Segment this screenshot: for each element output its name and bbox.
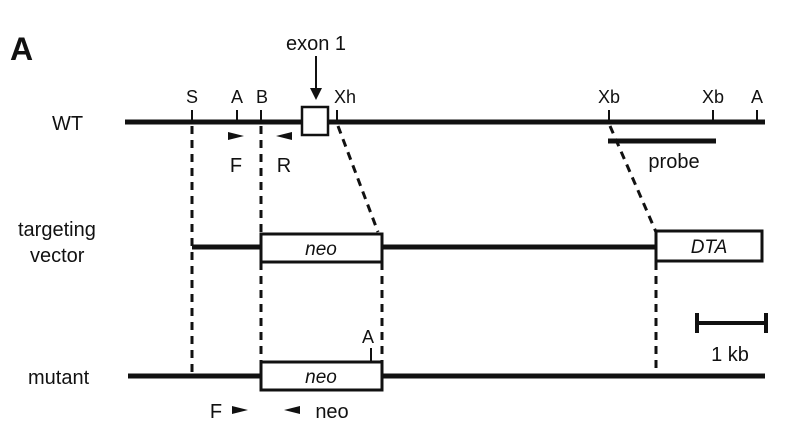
exon-arrow-head — [310, 88, 322, 100]
mutant-primer-f-label: F — [210, 401, 222, 423]
mutant-site-a-label: A — [362, 327, 374, 347]
site-label-s: S — [186, 87, 198, 107]
row-label-mutant: mutant — [28, 367, 90, 389]
site-label-xh: Xh — [334, 87, 356, 107]
mutant-primer-neo-label: neo — [315, 401, 348, 423]
primer-r-label: R — [277, 155, 291, 177]
site-label-b: B — [256, 87, 268, 107]
site-label-xb2: Xb — [702, 87, 724, 107]
exon-1-box — [300, 105, 330, 137]
scale-bar-label: 1 kb — [711, 344, 749, 366]
homology-connectors — [190, 125, 658, 372]
connector-xb — [608, 125, 658, 233]
panel-label: A — [10, 31, 33, 67]
site-label-a2: A — [751, 87, 763, 107]
mutant-primer-f-arrow — [232, 406, 248, 414]
primer-f-label: F — [230, 155, 242, 177]
site-label-xb1: Xb — [598, 87, 620, 107]
targeting-neo-cassette — [259, 232, 384, 264]
dta-cassette — [654, 229, 764, 263]
mutant-neo-label: neo — [305, 367, 337, 388]
mutant-primer-neo-arrow — [284, 406, 300, 414]
primer-r-arrow — [276, 132, 292, 140]
probe-label: probe — [648, 151, 699, 173]
row-label-targeting-line1: targeting — [18, 219, 96, 241]
dta-label: DTA — [691, 237, 728, 258]
row-label-targeting-line2: vector — [30, 245, 85, 267]
row-label-wt: WT — [52, 113, 83, 135]
primer-f-arrow — [228, 132, 244, 140]
exon-label: exon 1 — [286, 33, 346, 55]
mutant-neo-cassette — [259, 360, 384, 392]
targeting-neo-label: neo — [305, 239, 337, 260]
connector-xh — [336, 125, 380, 233]
site-label-a: A — [231, 87, 243, 107]
